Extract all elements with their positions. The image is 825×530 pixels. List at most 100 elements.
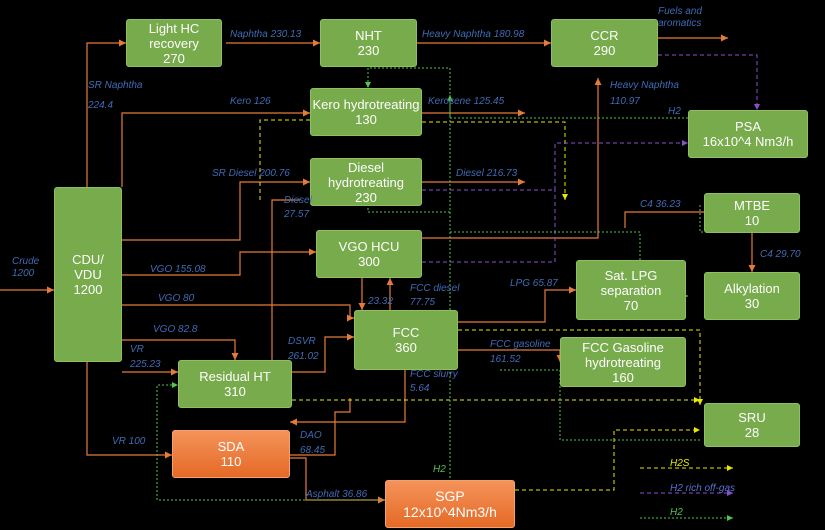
box-name: Diesel hydrotreating	[328, 159, 404, 190]
dao-label: DAO 68.45	[300, 430, 326, 456]
mtbe-box: MTBE 10	[704, 193, 800, 233]
box-value: 130	[355, 112, 377, 127]
sr-diesel-label: SR Diesel 200.76	[212, 168, 290, 179]
box-name: Residual HT	[199, 369, 271, 384]
kero-flow	[121, 109, 310, 187]
dsvr-label: DSVR 261.02	[288, 336, 319, 362]
heavy-naphtha-2-label: Heavy Naphtha 110.97	[610, 80, 679, 107]
box-name: SDA	[217, 439, 245, 454]
box-name: SGP	[435, 488, 465, 504]
dao-flow	[290, 370, 406, 426]
box-value: 300	[358, 254, 380, 269]
vgo-hcu-box: VGO HCU 300	[316, 230, 422, 278]
fcc-diesel-label: FCC diesel 77.75	[410, 283, 460, 308]
heavy-naphtha-1-label: Heavy Naphtha 180.98	[422, 29, 525, 40]
kerosene-label: Kerosene 125.45	[428, 96, 505, 107]
box-value: 1200	[73, 282, 103, 297]
fcc-slurry-label: FCC slurry 5.64	[410, 369, 458, 394]
h2-rich-diesel-psa	[422, 140, 688, 191]
box-value: 70	[623, 297, 639, 313]
fcc-box: FCC 360	[354, 310, 458, 370]
h2-rich-hcu	[422, 190, 556, 263]
h2s-fcc-sru	[458, 329, 703, 405]
cdu-vdu-box: CDU/ VDU 1200	[54, 187, 122, 362]
box-name: FCC	[392, 325, 420, 340]
box-value: 28	[744, 425, 760, 440]
box-value: 30	[744, 296, 760, 311]
box-value: 360	[395, 340, 417, 355]
h2-sgp-label: H2	[433, 464, 446, 475]
vr-sda-flow	[86, 362, 172, 459]
diesel-in-flow	[271, 199, 300, 360]
fcc-gasoline-hydrotreating-box: FCC Gasoline hydrotreating 160	[560, 337, 686, 387]
c4-2-label: C4 29.70	[760, 249, 801, 260]
naphtha-label: Naphtha 230.13	[230, 29, 302, 40]
vgo-hcu-flow	[122, 248, 316, 276]
h2s-diesel-loop	[259, 119, 310, 200]
c4-1-flow	[624, 211, 704, 228]
sru-box: SRU 28	[704, 403, 800, 447]
vgo-fcc-flow	[122, 304, 354, 322]
box-value: 110	[220, 454, 242, 469]
crude-label: Crude 1200	[12, 256, 40, 279]
box-value: 10	[744, 213, 760, 228]
fcc-gasoline-label: FCC gasoline 161.52	[490, 339, 551, 365]
sr-diesel-flow	[122, 178, 310, 241]
kero-label: Kero 126	[230, 96, 271, 107]
box-value: 310	[224, 384, 246, 399]
sr-naphtha-flow	[86, 39, 126, 187]
h2-sgp-rht	[156, 382, 385, 501]
asphalt-flow	[290, 457, 385, 504]
box-value: 16x10^4 Nm3/h	[702, 134, 794, 149]
diesel-out-label: Diesel 216.73	[456, 168, 518, 179]
legend-h2-rich: H2 rich off-gas	[670, 483, 736, 494]
h2-rich-ccr-psa	[658, 54, 760, 110]
box-value: 160	[612, 369, 634, 385]
box-name: Alkylation	[724, 281, 780, 296]
box-name: Light HC recovery	[148, 20, 200, 51]
vgo-2-label: VGO 80	[158, 293, 195, 304]
sat-lpg-separation-box: Sat. LPG separation 70	[576, 260, 686, 320]
box-name: VGO HCU	[338, 239, 400, 254]
box-value: 12x10^4Nm3/h	[403, 504, 497, 520]
box-name: Kero hydrotreating	[312, 97, 420, 112]
asphalt-label: Asphalt 36.86	[306, 489, 368, 500]
box-value: 230	[357, 43, 380, 58]
fuels-label: Fuels and aromatics	[658, 6, 702, 29]
legend-h2: H2	[670, 507, 683, 518]
h2-main-header	[365, 67, 451, 478]
diesel-hydrotreating-box: Diesel hydrotreating 230	[310, 158, 422, 206]
box-name: SRU	[738, 410, 766, 425]
vr-2-label: VR 100	[112, 436, 146, 447]
box-value: 230	[355, 189, 377, 205]
residual-ht-box: Residual HT 310	[178, 360, 292, 408]
dsvr-flow	[292, 333, 354, 373]
diesel-in-label: Diesel 27.57	[284, 195, 312, 220]
h2-mtbe	[699, 205, 735, 233]
dao-return-flow	[290, 398, 351, 456]
box-name: CCR	[590, 28, 619, 43]
lpg-label: LPG 65.87	[510, 278, 558, 289]
hcu-fcc-label: 23.32	[368, 296, 394, 307]
box-name: CDU/ VDU	[72, 252, 104, 282]
h2-psa-label: H2	[668, 106, 681, 117]
h2s-sgp-sru	[515, 427, 700, 491]
alkylation-box: Alkylation 30	[704, 272, 800, 320]
h2s-kero	[422, 121, 568, 200]
light-hc-recovery-box: Light HC recovery 270	[126, 19, 222, 67]
h2-fcc	[500, 369, 700, 441]
kero-hydrotreating-box: Kero hydrotreating 130	[310, 88, 422, 136]
psa-box: PSA 16x10^4 Nm3/h	[688, 110, 808, 158]
box-name: FCC Gasoline hydrotreating	[582, 339, 664, 370]
sgp-box: SGP 12x10^4Nm3/h	[385, 480, 515, 528]
vgo-3-label: VGO 82.8	[153, 324, 198, 335]
box-name: Sat. LPG separation	[600, 267, 662, 298]
legend-h2s: H2S	[670, 458, 690, 469]
box-name: MTBE	[733, 198, 771, 213]
lpg-flow	[458, 286, 576, 323]
vgo-rht-flow	[122, 339, 239, 360]
box-value: 270	[163, 50, 185, 66]
c4-1-label: C4 36.23	[640, 199, 681, 210]
sda-box: SDA 110	[172, 430, 290, 478]
